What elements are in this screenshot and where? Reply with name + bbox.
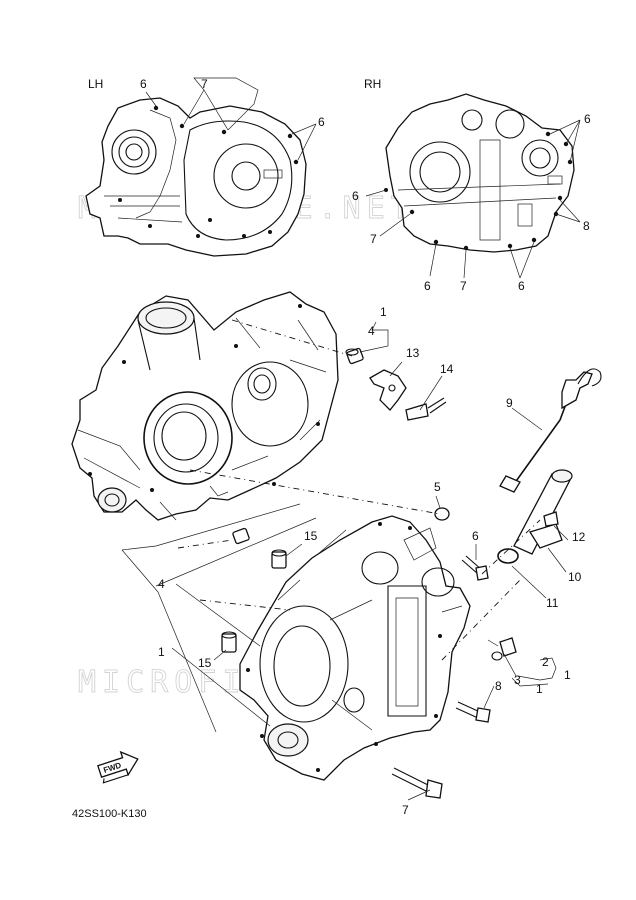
callout-8-rh: 8 (583, 219, 590, 233)
callout-6-rh-top: 6 (584, 112, 591, 126)
callout-6-rh-bottom-b: 6 (518, 279, 525, 293)
centerline-d (199, 599, 291, 611)
callout-1-right-a: 1 (564, 668, 571, 682)
callout-7-rh-bottom: 7 (460, 279, 467, 293)
leader-lines (121, 321, 569, 801)
callout-6-lh-right: 6 (318, 115, 325, 129)
callout-15-upper: 15 (304, 529, 318, 543)
label-lh: LH (88, 77, 103, 91)
callout-6-rh-left: 6 (352, 189, 359, 203)
forward-arrow-icon: FWD (97, 750, 139, 784)
callout-2: 2 (542, 655, 549, 669)
left-crankcase-half (71, 291, 339, 521)
dowel-4-lower (232, 527, 250, 545)
callout-15-lower: 15 (198, 656, 212, 670)
centerline-b (189, 469, 441, 515)
callout-6-main: 6 (472, 529, 479, 543)
callout-1-right-b: 1 (536, 682, 543, 696)
callout-numbers: 6 7 6 6 6 7 8 6 7 6 1 4 13 14 9 5 12 6 1… (140, 77, 591, 817)
callout-8-main: 8 (495, 679, 502, 693)
callout-6-rh-bottom-a: 6 (424, 279, 431, 293)
right-crankcase-half (239, 515, 471, 781)
callout-9: 9 (506, 396, 513, 410)
filler-tube-10 (513, 469, 573, 555)
centerline-a (231, 319, 353, 357)
callout-5: 5 (434, 480, 441, 494)
rh-crankcase-view (365, 93, 581, 279)
bracket-13 (369, 369, 407, 411)
dipstick-9 (499, 368, 602, 493)
bolt-12 (543, 511, 559, 527)
plug-2-and-ring-3 (491, 637, 517, 661)
callout-1-top: 1 (380, 305, 387, 319)
callout-7-rh-left: 7 (370, 232, 377, 246)
callout-4-lower: 4 (158, 577, 165, 591)
bolt-8 (455, 701, 491, 723)
callout-4-top: 4 (368, 324, 375, 338)
centerline-f (441, 579, 521, 661)
dowel-pin-top (345, 347, 364, 365)
callout-13: 13 (406, 346, 420, 360)
bolt-7-long (391, 767, 443, 799)
callout-14: 14 (440, 362, 454, 376)
dowel-15-upper (271, 549, 287, 569)
bolt-14 (405, 397, 447, 421)
dowel-5 (434, 507, 450, 521)
bolt-6-right (461, 555, 489, 581)
callout-7-lh: 7 (201, 77, 208, 91)
callout-7-main: 7 (402, 803, 409, 817)
dowel-15-lower (221, 631, 237, 653)
o-ring-11 (497, 548, 519, 564)
callout-11: 11 (546, 596, 559, 610)
callout-1-lower: 1 (158, 645, 165, 659)
centerline-c (177, 539, 233, 549)
callout-12: 12 (572, 530, 586, 544)
lh-crankcase-view (85, 77, 317, 257)
label-rh: RH (364, 77, 381, 91)
diagram-code: 42SS100-K130 (72, 808, 147, 820)
callout-6-lh-left: 6 (140, 77, 147, 91)
callout-10: 10 (568, 570, 582, 584)
callout-3: 3 (514, 673, 521, 687)
